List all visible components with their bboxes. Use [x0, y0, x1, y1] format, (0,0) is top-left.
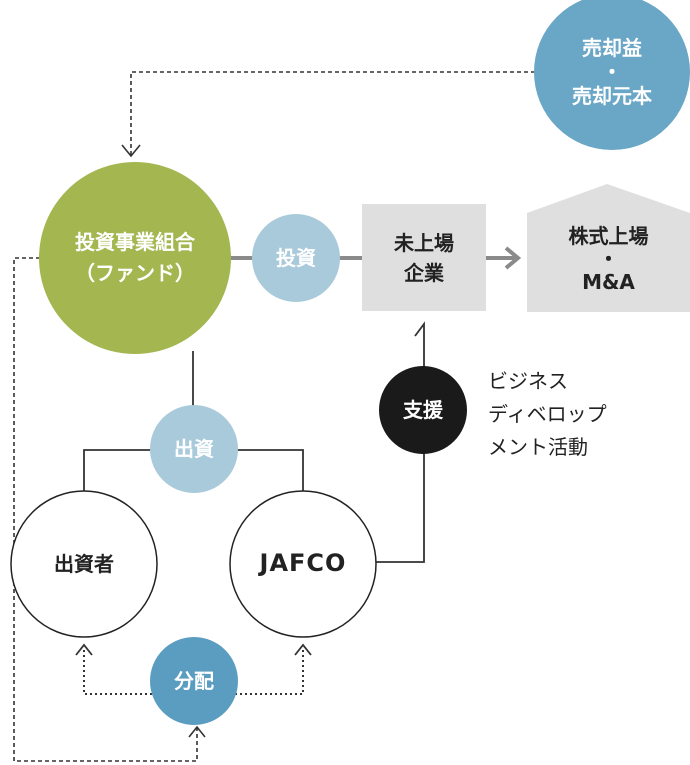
contribution-badge-label: 出資 [174, 437, 214, 461]
fund-circle [39, 162, 231, 354]
return-arrowhead [121, 144, 141, 158]
investor-arrowhead [75, 643, 93, 656]
fund-label: 投資事業組合 （ファンド） [75, 230, 195, 285]
support-badge-label: 支援 [403, 398, 443, 422]
unlisted-company-label: 未上場 企業 [394, 231, 454, 285]
investor-label: 出資者 [54, 552, 114, 576]
invest-badge-label: 投資 [276, 246, 316, 270]
listing-flow-arrowhead [504, 246, 522, 270]
distribution-badge-label: 分配 [174, 669, 214, 693]
contribution-badge-circle [150, 405, 238, 493]
listing-label: 株式上場 ・ M&A [568, 224, 649, 294]
distribution-line [83, 650, 304, 695]
investor-circle [10, 490, 158, 638]
unlisted-company-box [362, 204, 486, 311]
jafco-arrowhead [294, 643, 312, 656]
distribution-arrowhead [188, 725, 206, 738]
return-arrow-line [130, 71, 535, 155]
jafco-circle [229, 490, 377, 638]
invest-badge-circle [252, 214, 340, 302]
support-badge-circle [379, 366, 467, 454]
listing-shape [527, 184, 690, 312]
fund-distribution-line [13, 257, 198, 762]
jafco-label: JAFCO [259, 549, 347, 577]
sale-gain-label: 売却益 ・ 売却元本 [572, 36, 652, 108]
sale-gain-circle [534, 0, 690, 150]
distribution-badge-circle [150, 637, 238, 725]
support-note: ビジネス ディベロップ メント活動 [488, 369, 607, 459]
support-arrowhead [414, 321, 425, 337]
